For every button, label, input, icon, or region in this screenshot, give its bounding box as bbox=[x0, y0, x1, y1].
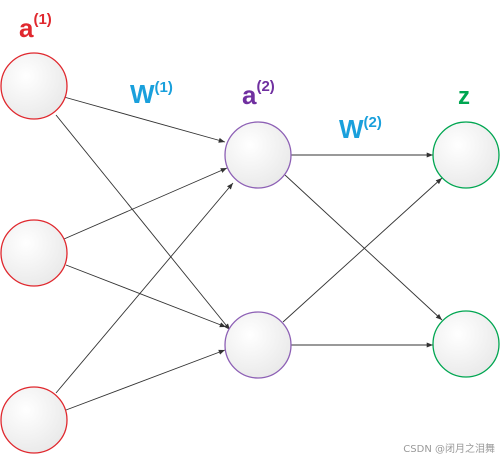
input-node-3 bbox=[0, 386, 68, 454]
label-a2: a(2) bbox=[242, 78, 275, 110]
edge-h1-o2 bbox=[284, 174, 443, 321]
output-node-2 bbox=[432, 310, 500, 378]
input-layer bbox=[0, 52, 68, 454]
watermark: CSDN @闭月之泪舞 bbox=[403, 442, 495, 455]
label-a2-sup: (2) bbox=[256, 78, 274, 95]
edge-i2-h1 bbox=[63, 167, 228, 240]
label-a2-base: a bbox=[242, 80, 257, 110]
hidden-node-1 bbox=[224, 121, 292, 189]
label-w2-sup: (2) bbox=[364, 114, 382, 131]
label-z-base: z bbox=[458, 83, 470, 110]
input-node-2 bbox=[0, 219, 68, 287]
label-w1: W(1) bbox=[130, 79, 173, 109]
edge-i1-h1 bbox=[63, 96, 226, 143]
edge-h2-o1 bbox=[282, 177, 443, 323]
weight-connections-w2 bbox=[282, 152, 443, 348]
output-layer bbox=[432, 121, 500, 378]
edge-i2-h2 bbox=[65, 264, 227, 328]
label-a1: a(1) bbox=[19, 11, 52, 43]
hidden-node-2 bbox=[224, 311, 292, 379]
label-a1-base: a bbox=[19, 13, 34, 43]
label-z: z bbox=[458, 83, 470, 110]
label-w2-base: W bbox=[339, 114, 364, 144]
edge-i3-h2 bbox=[65, 349, 226, 411]
input-node-1 bbox=[0, 52, 68, 120]
weight-connections-w1 bbox=[55, 96, 234, 411]
output-node-1 bbox=[432, 121, 500, 189]
edge-i3-h1 bbox=[55, 182, 234, 394]
label-a1-sup: (1) bbox=[33, 11, 51, 28]
label-w2: W(2) bbox=[339, 114, 382, 144]
label-w1-sup: (1) bbox=[155, 79, 173, 96]
edge-i1-h2 bbox=[55, 114, 231, 331]
hidden-layer bbox=[224, 121, 292, 379]
label-w1-base: W bbox=[130, 79, 155, 109]
